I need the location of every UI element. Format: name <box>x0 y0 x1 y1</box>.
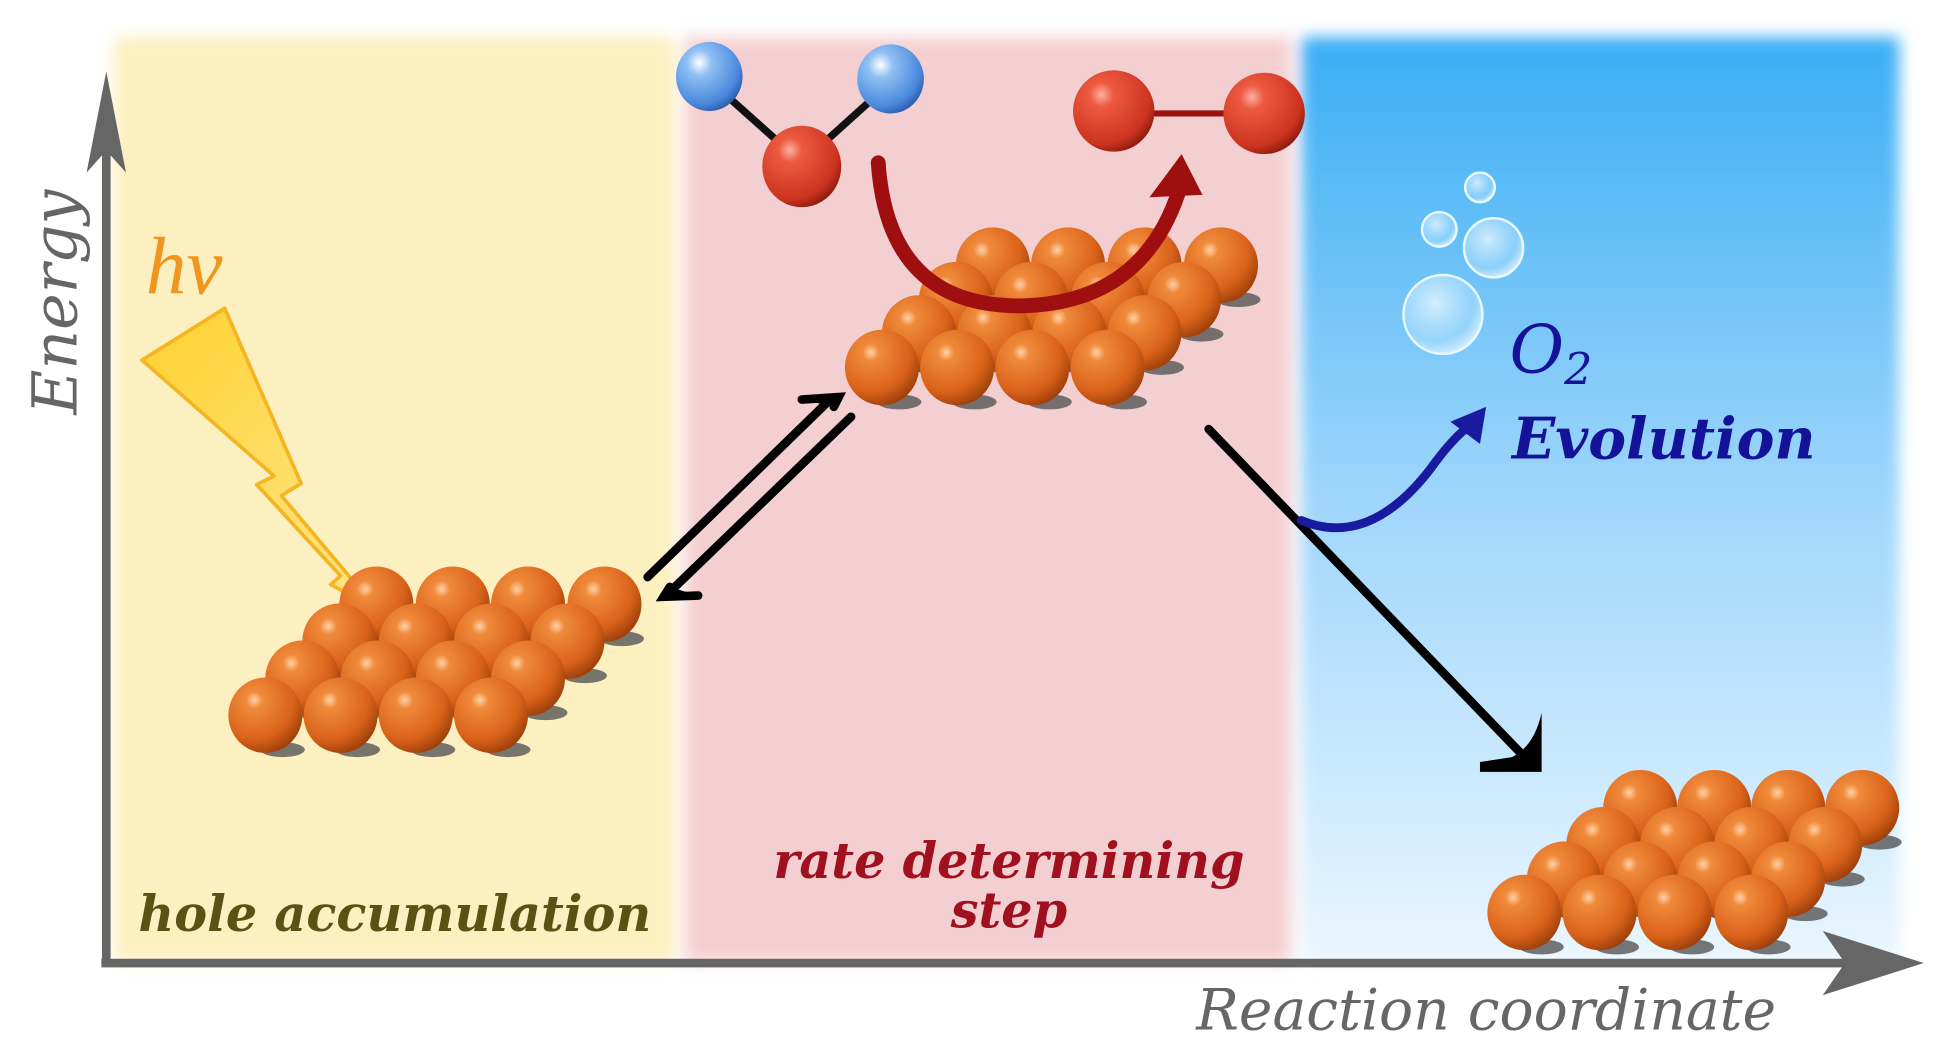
atom-sphere <box>920 329 995 406</box>
energy-axis-label: Energy <box>20 188 92 415</box>
product-arrow <box>1204 424 1542 772</box>
atom-sphere <box>1487 874 1562 951</box>
evolution-label: Evolution <box>1510 407 1816 473</box>
o2-label: O2 <box>1510 310 1593 395</box>
arrowhead-icon <box>1149 154 1203 198</box>
hole-accumulation-label: hole accumulation <box>138 885 651 943</box>
atom-sphere <box>1637 874 1712 951</box>
transition-state-cluster <box>844 227 1261 410</box>
atom-sphere <box>1562 874 1637 951</box>
bubble-icon <box>1420 210 1458 248</box>
atom-sphere <box>995 329 1070 406</box>
bubble-icon <box>1402 273 1484 356</box>
bubble-icon <box>1463 171 1497 204</box>
bubble-icon <box>1462 217 1525 279</box>
o2-molecule <box>1073 70 1305 155</box>
atom-sphere <box>1070 329 1145 406</box>
rate-determining-label: rate determining <box>773 832 1244 890</box>
hole-accumulated-cluster <box>228 566 644 758</box>
oxygen-atom <box>762 125 842 208</box>
reaction-coordinate-axis <box>101 930 1924 996</box>
reaction-coordinate-label: Reaction coordinate <box>1195 978 1776 1044</box>
relaxed-cluster <box>1487 769 1902 955</box>
atom-sphere <box>228 677 303 753</box>
hole-accumulation-region <box>113 36 675 962</box>
atom-sphere <box>378 677 453 753</box>
oxygen-atom <box>1073 70 1155 152</box>
water-molecule <box>675 41 924 208</box>
photon-label: hν <box>146 220 224 311</box>
o-o-coupling-arrow <box>870 155 1189 314</box>
hydrogen-atom <box>675 41 743 111</box>
atom-sphere <box>844 329 919 406</box>
arrowhead-icon <box>1450 406 1487 444</box>
hydrogen-atom <box>857 44 924 114</box>
oxygen-atom <box>1223 72 1305 155</box>
o2-subscript: 2 <box>1563 345 1592 396</box>
atom-sphere <box>1714 874 1789 951</box>
rate-determining-step-label: step <box>950 881 1067 939</box>
o2-symbol: O <box>1510 310 1565 388</box>
o2-release-arrow <box>1296 421 1475 532</box>
equilibrium-arrows <box>643 392 856 602</box>
atom-sphere <box>303 677 378 753</box>
atom-sphere <box>454 677 529 753</box>
energy-axis <box>86 71 127 967</box>
